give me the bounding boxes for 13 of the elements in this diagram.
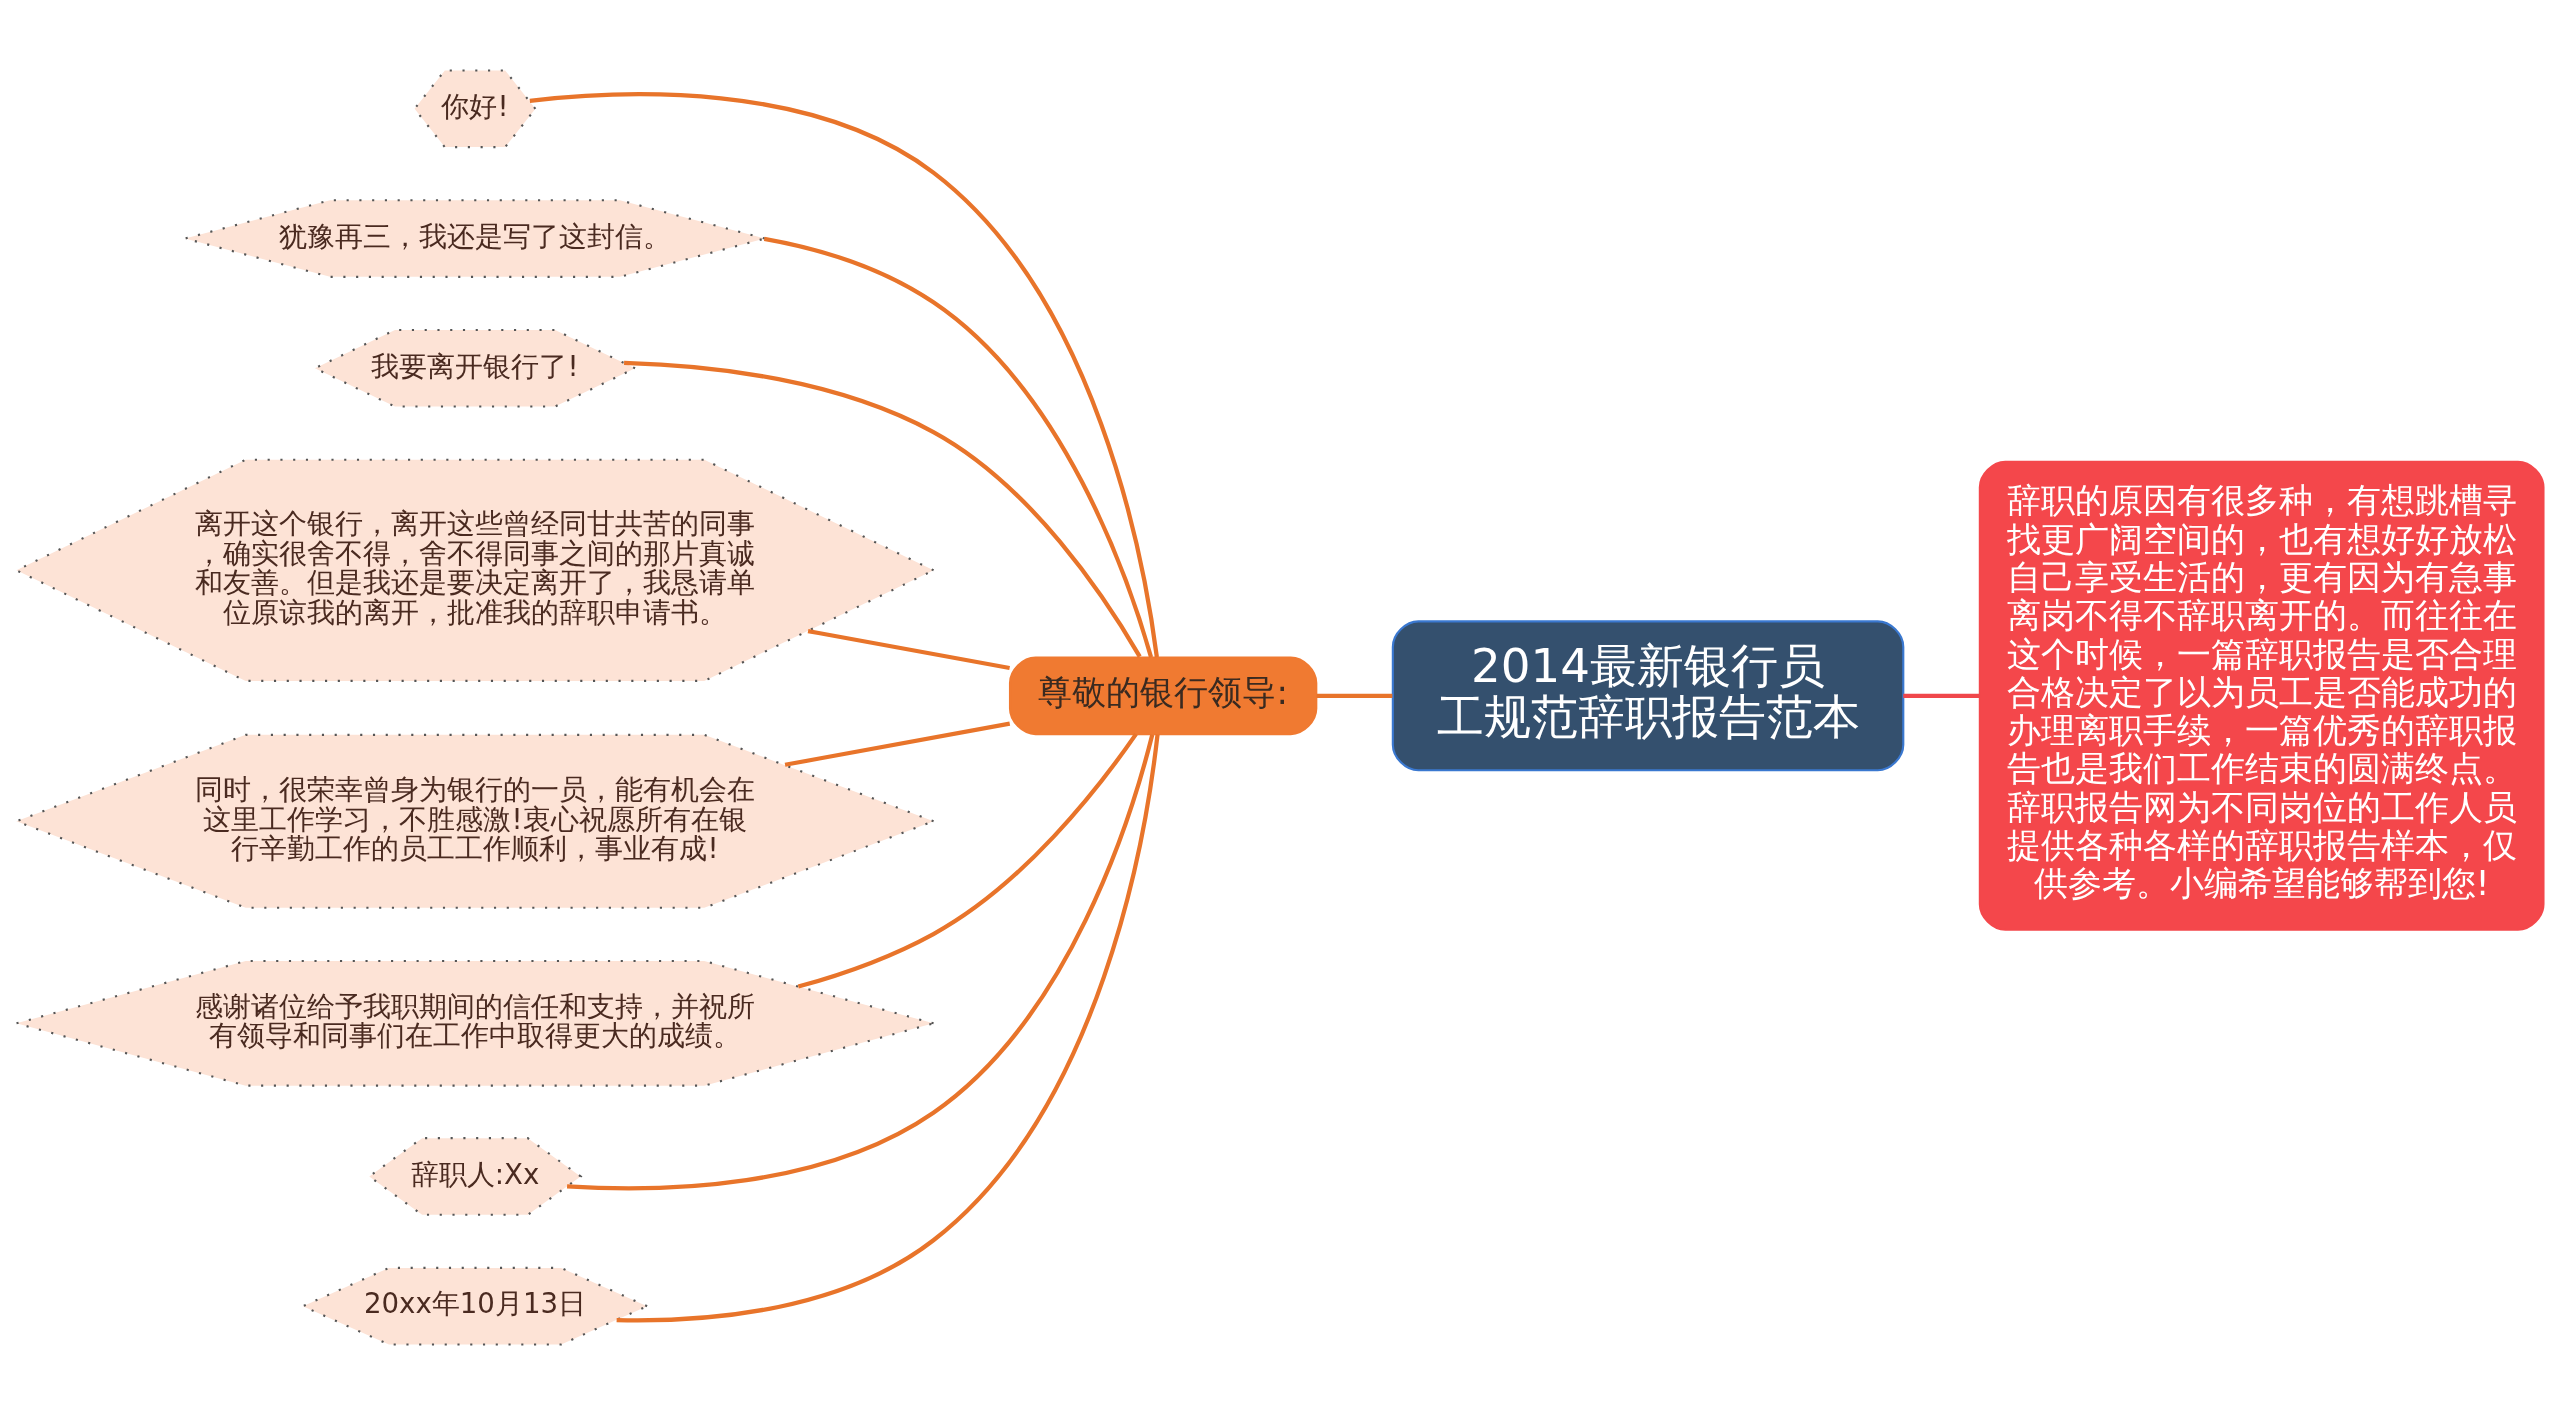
connector — [616, 734, 1160, 1323]
connector — [566, 734, 1155, 1191]
connector — [624, 360, 1142, 658]
connector — [1903, 693, 1980, 698]
node-box: 辞职的原因有很多种，有想跳槽寻找更广阔空间的，也有想好好放松自己享受生活的，更有因为有急事离岗不得不辞职离开的。而往往在这个时候，一篇辞职报告是否合理合格决定了以为员工是否能成功的办理离职手续，一篇优秀的辞职报告也是我们工作结束的圆满终点。辞职报告网为不同岗位的工作人员提供各种各样的辞职报告样本，仅供参考。小编希望能够帮到您! — [1978, 460, 2545, 931]
connector — [1316, 693, 1393, 698]
node-box: 2014最新银行员工规范辞职报告范本 — [1391, 620, 1905, 772]
connector — [797, 732, 1138, 989]
connector — [807, 628, 1010, 671]
connector — [784, 721, 1011, 767]
node-box: 尊敬的银行领导: — [1008, 656, 1318, 736]
connector — [763, 236, 1154, 658]
connector — [529, 92, 1159, 658]
